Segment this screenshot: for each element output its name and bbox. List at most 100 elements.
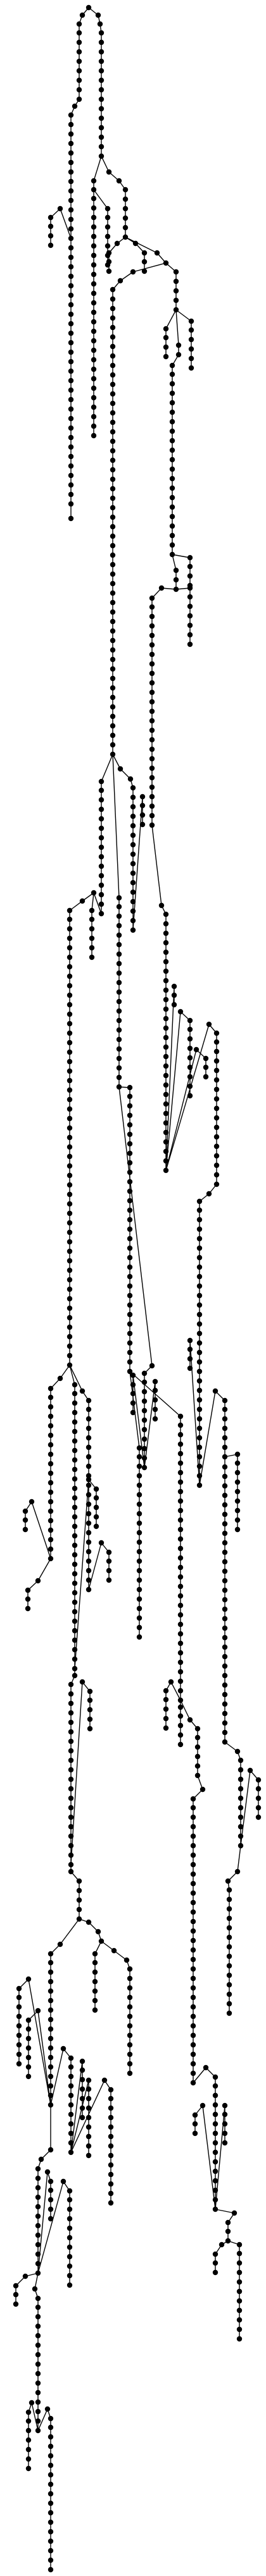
tree-node-504 bbox=[187, 1365, 193, 1371]
tree-node-578 bbox=[72, 1590, 78, 1596]
tree-node-937 bbox=[13, 2291, 19, 2298]
tree-node-590 bbox=[93, 1504, 99, 1511]
tree-node-537 bbox=[48, 1461, 54, 1467]
tree-node-94 bbox=[91, 328, 97, 334]
tree-node-602 bbox=[86, 1473, 92, 1479]
tree-node-121 bbox=[106, 259, 112, 265]
tree-node-858 bbox=[16, 2042, 22, 2048]
tree-node-485 bbox=[196, 1340, 203, 1346]
tree-node-214 bbox=[169, 513, 175, 520]
tree-node-785 bbox=[68, 1833, 74, 1839]
tree-node-1036 bbox=[222, 2121, 228, 2127]
tree-node-611 bbox=[86, 1558, 92, 1564]
tree-node-636 bbox=[222, 1464, 228, 1470]
tree-node-413 bbox=[187, 1074, 193, 1080]
tree-node-466 bbox=[127, 1349, 133, 1356]
tree-node-610 bbox=[86, 1549, 92, 1555]
tree-node-123 bbox=[132, 240, 139, 247]
tree-node-476 bbox=[196, 1254, 203, 1261]
tree-node-1043 bbox=[236, 2242, 243, 2248]
tree-node-240 bbox=[149, 718, 155, 724]
tree-node-165 bbox=[110, 609, 116, 615]
tree-node-1022 bbox=[212, 2140, 218, 2146]
tree-node-469 bbox=[206, 1191, 212, 1197]
tree-node-416 bbox=[193, 1046, 200, 1053]
tree-node-92 bbox=[91, 309, 97, 316]
tree-node-679 bbox=[136, 1567, 142, 1574]
tree-node-398 bbox=[163, 1129, 169, 1136]
tree-node-932 bbox=[66, 2263, 73, 2269]
tree-node-991 bbox=[238, 1843, 244, 1849]
tree-node-721 bbox=[163, 1706, 169, 1712]
tree-node-643 bbox=[222, 1530, 228, 1536]
tree-node-428 bbox=[213, 1096, 220, 1102]
tree-node-742 bbox=[190, 1843, 196, 1849]
tree-node-682 bbox=[136, 1596, 142, 1602]
tree-node-615 bbox=[98, 1540, 104, 1546]
tree-node-6 bbox=[76, 58, 82, 64]
tree-node-839 bbox=[48, 2073, 54, 2080]
tree-node-120 bbox=[106, 250, 112, 256]
tree-node-873 bbox=[79, 2058, 86, 2064]
tree-node-412 bbox=[187, 1064, 193, 1070]
tree-node-755 bbox=[190, 1966, 196, 1972]
tree-node-819 bbox=[92, 1960, 98, 1966]
tree-node-24 bbox=[68, 226, 74, 232]
tree-node-49 bbox=[68, 463, 74, 469]
tree-node-946 bbox=[35, 2352, 41, 2358]
tree-node-851 bbox=[25, 1976, 32, 1982]
tree-node-213 bbox=[169, 504, 175, 510]
tree-node-1033 bbox=[192, 2130, 198, 2137]
tree-node-527 bbox=[152, 1416, 158, 1422]
tree-node-797 bbox=[76, 1887, 82, 1894]
tree-node-605 bbox=[86, 1501, 92, 1507]
tree-node-559 bbox=[72, 1409, 78, 1416]
tree-node-219 bbox=[187, 555, 193, 561]
tree-node-514 bbox=[141, 1436, 148, 1442]
tree-node-450 bbox=[127, 1198, 133, 1204]
tree-node-329 bbox=[66, 1201, 73, 1207]
tree-node-170 bbox=[110, 656, 116, 663]
tree-node-714 bbox=[177, 1669, 184, 1675]
tree-node-256 bbox=[187, 622, 193, 629]
tree-node-725 bbox=[177, 1713, 184, 1719]
tree-node-608 bbox=[86, 1530, 92, 1536]
tree-node-127 bbox=[154, 250, 160, 256]
tree-node-669 bbox=[136, 1473, 142, 1479]
tree-node-706 bbox=[177, 1593, 184, 1599]
tree-node-632 bbox=[234, 1498, 241, 1504]
tree-node-771 bbox=[68, 1700, 74, 1707]
tree-node-702 bbox=[177, 1555, 184, 1561]
tree-node-106 bbox=[104, 205, 111, 212]
tree-node-715 bbox=[177, 1678, 184, 1684]
tree-node-865 bbox=[68, 2083, 74, 2089]
tree-node-150 bbox=[110, 467, 116, 473]
tree-node-442 bbox=[127, 1122, 133, 1128]
tree-node-673 bbox=[136, 1511, 142, 1517]
tree-node-986 bbox=[238, 1795, 244, 1801]
tree-node-899 bbox=[108, 2171, 114, 2178]
tree-node-463 bbox=[127, 1321, 133, 1327]
tree-node-641 bbox=[222, 1511, 228, 1518]
tree-node-625 bbox=[222, 1444, 228, 1451]
tree-node-891 bbox=[108, 2095, 114, 2102]
tree-node-486 bbox=[196, 1349, 203, 1356]
tree-node-778 bbox=[68, 1767, 74, 1773]
tree-node-898 bbox=[108, 2162, 114, 2168]
tree-node-999 bbox=[225, 1878, 231, 1884]
tree-node-233 bbox=[149, 651, 155, 658]
tree-node-51 bbox=[68, 482, 74, 488]
tree-node-411 bbox=[187, 1055, 193, 1061]
tree-node-82 bbox=[91, 214, 97, 221]
tree-node-525 bbox=[152, 1397, 158, 1403]
tree-node-524 bbox=[152, 1387, 158, 1394]
tree-node-1014 bbox=[203, 2064, 209, 2071]
tree-node-365 bbox=[116, 1008, 122, 1014]
tree-node-162 bbox=[110, 580, 116, 587]
tree-node-57 bbox=[48, 223, 54, 230]
tree-nodes bbox=[13, 4, 262, 2573]
tree-node-896 bbox=[108, 2143, 114, 2149]
tree-node-671 bbox=[136, 1492, 142, 1498]
tree-node-118 bbox=[122, 234, 129, 240]
tree-node-393 bbox=[163, 1082, 169, 1088]
